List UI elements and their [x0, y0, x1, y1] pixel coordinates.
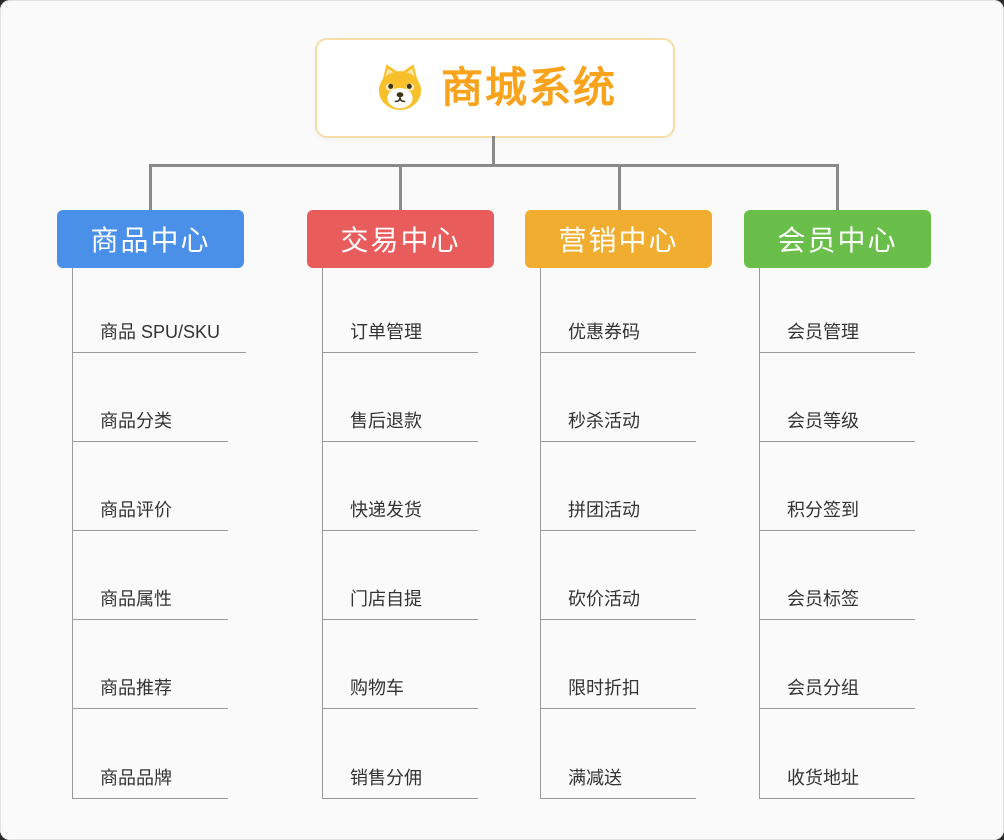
leaf-node[interactable]: 商品推荐: [72, 676, 228, 709]
connector-line: [836, 164, 839, 212]
branch-spine-line: [322, 268, 323, 799]
leaf-node[interactable]: 销售分佣: [322, 766, 478, 799]
connector-line: [399, 164, 402, 212]
leaf-node[interactable]: 会员分组: [759, 676, 915, 709]
leaf-node[interactable]: 商品品牌: [72, 766, 228, 799]
branch-spine-line: [540, 268, 541, 799]
leaf-node[interactable]: 会员管理: [759, 320, 915, 353]
connector-line: [492, 136, 495, 166]
leaf-node[interactable]: 积分签到: [759, 498, 915, 531]
leaf-node[interactable]: 售后退款: [322, 409, 478, 442]
leaf-node[interactable]: 商品分类: [72, 409, 228, 442]
branch-spine-line: [72, 268, 73, 799]
branch-marketing-center: 营销中心 优惠券码 秒杀活动 拼团活动 砍价活动 限时折扣 满减送: [525, 0, 785, 840]
branch-trade-center: 交易中心 订单管理 售后退款 快递发货 门店自提 购物车 销售分佣: [307, 0, 567, 840]
leaf-node[interactable]: 购物车: [322, 676, 478, 709]
connector-line: [149, 164, 839, 167]
leaf-node[interactable]: 会员等级: [759, 409, 915, 442]
leaf-node[interactable]: 秒杀活动: [540, 409, 696, 442]
root-node[interactable]: 商城系统: [315, 38, 675, 138]
connector-line: [618, 164, 621, 212]
branch-header-trade-center[interactable]: 交易中心: [307, 210, 494, 268]
leaf-node[interactable]: 限时折扣: [540, 676, 696, 709]
leaf-node[interactable]: 门店自提: [322, 587, 478, 620]
branch-header-marketing-center[interactable]: 营销中心: [525, 210, 712, 268]
leaf-node[interactable]: 会员标签: [759, 587, 915, 620]
leaf-node[interactable]: 商品 SPU/SKU: [72, 320, 247, 353]
root-title: 商城系统: [440, 64, 617, 111]
leaf-node[interactable]: 订单管理: [322, 320, 478, 353]
leaf-node[interactable]: 商品属性: [72, 587, 228, 620]
leaf-node[interactable]: 拼团活动: [540, 498, 696, 531]
leaf-node[interactable]: 满减送: [540, 766, 696, 799]
branch-spine-line: [759, 268, 760, 799]
branch-member-center: 会员中心 会员管理 会员等级 积分签到 会员标签 会员分组 收货地址: [744, 0, 1004, 840]
branch-header-member-center[interactable]: 会员中心: [744, 210, 931, 268]
branch-product-center: 商品中心 商品 SPU/SKU 商品分类 商品评价 商品属性 商品推荐 商品品牌: [57, 0, 317, 840]
leaf-node[interactable]: 商品评价: [72, 498, 228, 531]
leaf-node[interactable]: 收货地址: [759, 766, 915, 799]
connector-line: [149, 164, 152, 212]
leaf-node[interactable]: 优惠券码: [540, 320, 696, 353]
leaf-node[interactable]: 砍价活动: [540, 587, 696, 620]
leaf-node[interactable]: 快递发货: [322, 498, 478, 531]
branch-header-product-center[interactable]: 商品中心: [57, 210, 244, 268]
shiba-dog-icon: [378, 64, 422, 110]
